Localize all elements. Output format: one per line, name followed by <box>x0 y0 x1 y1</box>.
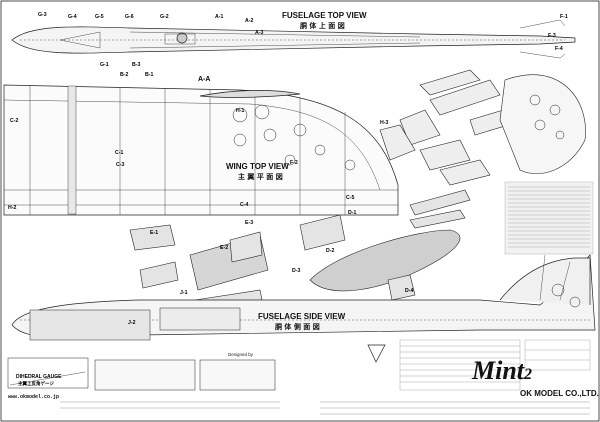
part-label: D-4 <box>405 288 414 294</box>
part-label: A-3 <box>255 30 264 36</box>
part-label: B-3 <box>132 62 141 68</box>
fuselage-top-view-title: FUSELAGE TOP VIEW <box>282 11 367 20</box>
part-label: A-1 <box>215 14 224 20</box>
part-label: H-1 <box>236 108 245 114</box>
company-name: OK MODEL CO.,LTD. <box>520 389 599 398</box>
part-label: J-2 <box>128 320 136 326</box>
dihedral-gauge-title-jp: 主翼上反角ゲージ <box>18 381 54 386</box>
part-label: F-3 <box>548 33 556 39</box>
website-url: www.okmodel.co.jp <box>8 394 60 400</box>
footer-notes <box>60 401 590 415</box>
part-label: C-1 <box>115 150 124 156</box>
section-label: A-A <box>198 76 211 83</box>
fuselage-top-view-drawing <box>11 19 576 59</box>
part-label: H-2 <box>8 205 17 211</box>
part-label: C-3 <box>116 162 125 168</box>
wing-top-view-drawing <box>3 84 399 216</box>
parts-list-table <box>399 339 591 391</box>
part-label: G-4 <box>68 14 77 20</box>
part-label: C-2 <box>10 118 19 124</box>
part-label: A-2 <box>245 18 254 24</box>
fuselage-side-view-title: FUSELAGE SIDE VIEW <box>258 312 346 321</box>
part-label: D-3 <box>292 268 301 274</box>
part-label: D-1 <box>348 210 357 216</box>
part-label: E-1 <box>150 230 159 236</box>
dihedral-gauge-drawing <box>7 357 276 391</box>
part-label: J-1 <box>180 290 188 296</box>
dihedral-gauge-title: DIHEDRAL GAUGE <box>16 374 62 380</box>
part-label: F-1 <box>560 14 568 20</box>
part-label: D-2 <box>326 248 335 254</box>
part-label: B-2 <box>120 72 129 78</box>
wing-top-view-title: WING TOP VIEW <box>226 162 289 171</box>
fuselage-side-view-drawing <box>11 254 596 341</box>
wing-top-view-title-jp: 主 翼 平 面 図 <box>238 173 283 181</box>
part-label: C-4 <box>240 202 249 208</box>
part-label: G-5 <box>95 14 104 20</box>
part-label: G-1 <box>100 62 109 68</box>
part-label: G-2 <box>160 14 169 20</box>
part-label: B-1 <box>145 72 154 78</box>
part-label: F-4 <box>555 46 563 52</box>
part-label: C-5 <box>346 195 355 201</box>
part-label: F-2 <box>290 160 298 166</box>
brand-logo: Mint2 <box>472 356 532 386</box>
part-label: G-6 <box>125 14 134 20</box>
part-label: E-2 <box>220 245 229 251</box>
fuselage-top-view-title-jp: 胴 体 上 面 図 <box>300 22 345 30</box>
brand-name: Mint <box>472 356 525 385</box>
rudder-mark <box>367 344 386 363</box>
tail-parts-drawing <box>379 69 586 186</box>
fuselage-side-view-title-jp: 胴 体 側 面 図 <box>275 323 320 331</box>
part-label: H-3 <box>380 120 389 126</box>
brand-number: 2 <box>524 366 533 383</box>
mid-parts-drawing <box>129 189 471 311</box>
part-label: E-3 <box>245 220 254 226</box>
designed-by-label: Designed by <box>228 352 254 357</box>
part-label: G-3 <box>38 12 47 18</box>
instruction-text-block <box>504 181 594 255</box>
